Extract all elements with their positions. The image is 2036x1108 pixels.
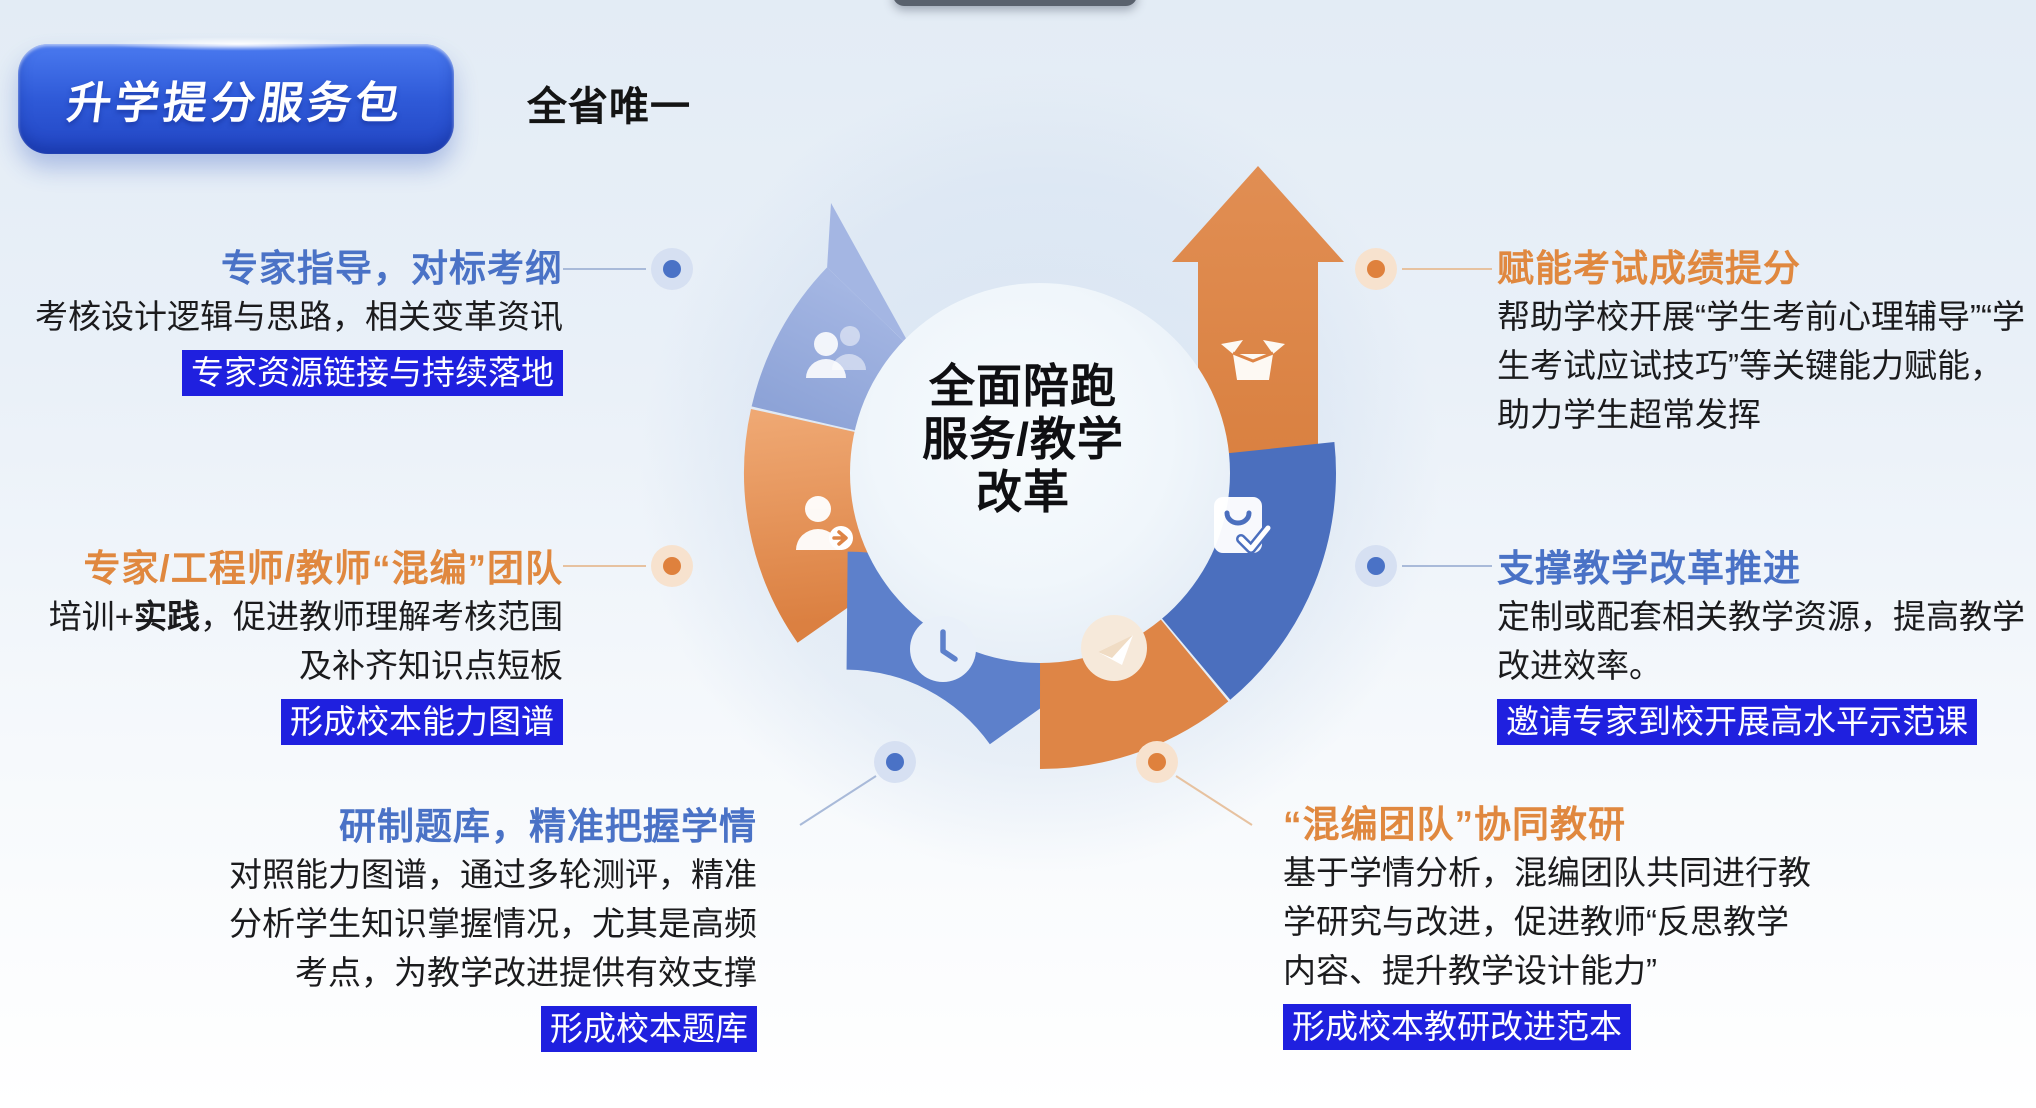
desc-part: 培训+ bbox=[48, 598, 134, 635]
paper-plane-icon bbox=[1081, 615, 1147, 681]
connector-dot-l1 bbox=[651, 248, 693, 290]
section-desc-line: 基于学情分析，混编团队共同进行教 bbox=[1283, 854, 1811, 891]
ring-segment-mentor bbox=[744, 408, 895, 643]
desc-part: ，促进教师理解考核范围 bbox=[200, 598, 563, 635]
connector-line-l3 bbox=[799, 775, 877, 826]
section-desc-line: 培训+实践，促进教师理解考核范围 bbox=[0, 592, 563, 641]
connector-dot-l2 bbox=[651, 545, 693, 587]
ring-segment-clipboard bbox=[1153, 442, 1336, 700]
section-desc-line: 考点，为教学改进提供有效支撑 bbox=[295, 954, 757, 991]
connector-line-r3 bbox=[1175, 775, 1253, 826]
connector-dot-l3 bbox=[874, 741, 916, 783]
section-highlight: 邀请专家到校开展高水平示范课 bbox=[1497, 699, 1977, 745]
section-desc-line: 助力学生超常发挥 bbox=[1497, 396, 1761, 433]
section-title: 专家指导，对标考纲 bbox=[221, 248, 563, 289]
section-desc-line: 对照能力图谱，通过多轮测评，精准 bbox=[229, 856, 757, 893]
section-title: 专家/工程师/教师“混编”团队 bbox=[83, 548, 563, 589]
mentor-person-arrow-icon bbox=[796, 496, 853, 550]
section-desc-line: 改进效率。 bbox=[1497, 647, 1662, 684]
team-people-icon bbox=[806, 326, 866, 378]
section-highlight: 形成校本能力图谱 bbox=[281, 699, 563, 745]
section-score-boost: 赋能考试成绩提分 帮助学校开展“学生考前心理辅导”“学 生考试应试技巧”等关键能… bbox=[1497, 246, 2027, 439]
center-title-line1: 全面陪跑 bbox=[929, 360, 1117, 412]
section-highlight: 形成校本题库 bbox=[541, 1006, 757, 1052]
section-highlight: 专家资源链接与持续落地 bbox=[182, 350, 563, 396]
open-box-icon bbox=[1221, 340, 1285, 380]
section-question-bank: 研制题库，精准把握学情 对照能力图谱，通过多轮测评，精准 分析学生知识掌握情况，… bbox=[197, 804, 757, 1052]
center-title-line3: 改革 bbox=[976, 466, 1070, 518]
ring-tail-tip bbox=[827, 203, 912, 350]
tagline-text: 全省唯一 bbox=[527, 85, 691, 129]
connector-dot-r1 bbox=[1355, 248, 1397, 290]
ring-segment-plane bbox=[1038, 609, 1229, 769]
section-title: 研制题库，精准把握学情 bbox=[339, 806, 757, 847]
clock-icon bbox=[910, 616, 976, 682]
top-notch-decor bbox=[893, 0, 1137, 6]
service-package-badge: 升学提分服务包 bbox=[18, 37, 454, 154]
section-desc-line: 生考试应试技巧”等关键能力赋能， bbox=[1497, 347, 2003, 384]
section-title: “混编团队”协同教研 bbox=[1283, 804, 1626, 845]
section-expert-guidance: 专家指导，对标考纲 考核设计逻辑与思路，相关变革资讯 专家资源链接与持续落地 bbox=[3, 246, 563, 396]
section-desc-line: 及补齐知识点短板 bbox=[299, 647, 563, 684]
section-highlight: 形成校本教研改进范本 bbox=[1283, 1004, 1631, 1050]
center-title: 全面陪跑 服务/教学 改革 bbox=[823, 360, 1223, 519]
section-desc-line: 考核设计逻辑与思路，相关变革资讯 bbox=[35, 298, 563, 335]
section-desc-line: 内容、提升教学设计能力” bbox=[1283, 952, 1657, 989]
up-arrow bbox=[1172, 166, 1344, 470]
section-desc-line: 学研究与改进，促进教师“反思教学 bbox=[1283, 903, 1789, 940]
connector-dots bbox=[651, 248, 1397, 783]
section-collaborative-research: “混编团队”协同教研 基于学情分析，混编团队共同进行教 学研究与改进，促进教师“… bbox=[1283, 802, 1813, 1050]
section-desc-line: 分析学生知识掌握情况，尤其是高频 bbox=[229, 905, 757, 942]
clipboard-check-icon bbox=[1214, 497, 1273, 554]
section-title: 赋能考试成绩提分 bbox=[1497, 248, 1801, 289]
connector-dot-r2 bbox=[1355, 545, 1397, 587]
connector-lines bbox=[563, 268, 1492, 826]
connector-dot-r3 bbox=[1136, 741, 1178, 783]
center-title-line2: 服务/教学 bbox=[922, 413, 1124, 465]
section-mixed-team: 专家/工程师/教师“混编”团队 培训+实践，促进教师理解考核范围 及补齐知识点短… bbox=[0, 546, 563, 745]
section-desc-line: 帮助学校开展“学生考前心理辅导”“学 bbox=[1497, 298, 2025, 335]
desc-part-bold: 实践 bbox=[134, 598, 200, 635]
section-desc-line: 定制或配套相关教学资源，提高教学 bbox=[1497, 598, 2025, 635]
section-teaching-reform: 支撑教学改革推进 定制或配套相关教学资源，提高教学 改进效率。 邀请专家到校开展… bbox=[1497, 546, 2027, 745]
section-title: 支撑教学改革推进 bbox=[1497, 548, 1801, 589]
center-disc bbox=[850, 283, 1230, 663]
